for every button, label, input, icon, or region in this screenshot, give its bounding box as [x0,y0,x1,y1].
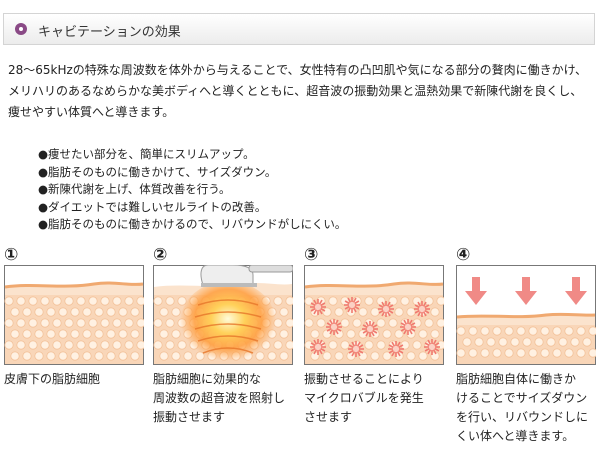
bubble-burst-icon [414,301,430,317]
step-caption: 皮膚下の脂肪細胞 [4,370,144,389]
caption-line: 脂肪細胞自体に働きか [456,372,577,386]
fat-cell-pattern [4,296,144,361]
caption-line: 皮膚下の脂肪細胞 [4,372,101,386]
down-arrow-icons [465,277,587,305]
fat-cell-pattern [456,326,596,358]
feature-item: ●脂肪そのものに働きかけるので、リバウンドがしにくい。 [38,217,347,231]
microbubble-icons [310,297,440,357]
bubble-burst-icon [362,321,378,337]
bubble-burst-icon [400,319,416,335]
bubble-burst-icon [310,299,326,315]
fat-cell-pattern [304,296,444,361]
section-header: キャビテーションの効果 [3,13,595,45]
bubble-burst-icon [388,341,404,357]
fat-cells-illustration [4,265,144,365]
ultrasound-glow [180,281,276,365]
step-caption: 脂肪細胞に効果的な 周波数の超音波を照射し 振動させます [153,370,293,427]
caption-line: 振動させることにより [304,372,424,386]
feature-item: ●脂肪そのものに働きかけて、サイズダウン。 [38,164,277,179]
bubble-burst-icon [310,339,326,355]
caption-line: マイクロバブルを発生 [304,391,424,405]
caption-line: させます [304,410,353,424]
intro-line: 痩せやすい体質へと導きます。 [8,105,175,119]
step-caption: 振動させることにより マイクロバブルを発生 させます [304,370,444,427]
caption-line: 周波数の超音波を照射し [153,391,286,405]
intro-line: メリハリのあるなめらかな美ボディへと導くとともに、超音波の振動効果と温熱効果で新… [8,84,583,98]
ultrasound-probe-icon [200,265,293,287]
down-arrow-icon [515,277,537,305]
bubble-burst-icon [424,339,440,355]
down-arrow-icon [465,277,487,305]
caption-line: 脂肪細胞に効果的な [153,372,262,386]
bubble-burst-icon [348,341,364,357]
step-number: ② [153,245,168,265]
caption-line: くい体へと導きます。 [456,429,575,443]
step-number: ① [4,245,19,265]
feature-list: ●痩せたい部分を、簡単にスリムアップ。 ●脂肪そのものに働きかけて、サイズダウン… [38,146,346,234]
feature-item: ●新陳代謝を上げ、体質改善を行う。 [38,182,231,196]
intro-paragraph: 28～65kHzの特殊な周波数を体外から与えることで、女性特有の凸凹肌や気になる… [8,60,593,123]
feature-item: ●ダイエットでは難しいセルライトの改善。 [38,199,267,214]
caption-line: 振動させます [153,410,226,424]
step-caption: 脂肪細胞自体に働きか けることでサイズダウン を行い、リバウンドしに くい体へと… [456,370,596,446]
circle-bullet-icon [15,23,27,35]
bubble-burst-icon [378,301,394,317]
step-number: ④ [456,245,471,265]
down-arrow-icon [565,277,587,305]
caption-line: を行い、リバウンドしに [456,410,589,424]
caption-line: けることでサイズダウン [456,391,588,405]
bubble-burst-icon [344,297,360,313]
microbubble-illustration [304,265,444,365]
step-number: ③ [304,245,319,265]
feature-item: ●痩せたい部分を、簡単にスリムアップ。 [38,147,255,161]
bubble-burst-icon [326,319,342,335]
intro-line: 28～65kHzの特殊な周波数を体外から与えることで、女性特有の凸凹肌や気になる… [8,63,588,77]
ultrasound-illustration [153,265,293,365]
section-title: キャビテーションの効果 [38,25,181,40]
size-down-illustration [456,265,596,365]
